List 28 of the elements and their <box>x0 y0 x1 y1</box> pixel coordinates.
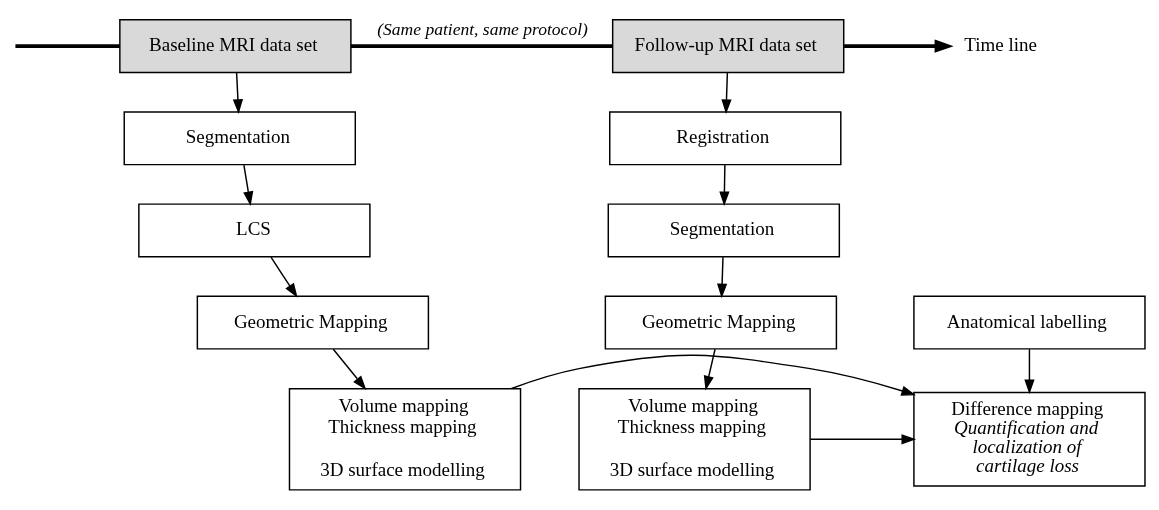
arrow <box>270 256 298 298</box>
arrow <box>703 348 716 391</box>
arrow <box>332 348 367 391</box>
arrow <box>721 72 732 114</box>
node-box: Anatomical labelling <box>913 295 1146 350</box>
arrow <box>1024 348 1035 395</box>
node-box: Follow-up MRI data set <box>611 19 845 74</box>
arrow <box>809 434 917 445</box>
arrow <box>510 354 916 396</box>
node-box: Geometric Mapping <box>604 295 838 350</box>
node-box: Segmentation <box>607 203 841 258</box>
node-box: Baseline MRI data set <box>119 19 352 74</box>
arrow <box>719 164 730 207</box>
node-box: Difference mapping Quantification and localization of cartilage loss <box>913 391 1146 487</box>
node-box: Geometric Mapping <box>196 295 430 350</box>
node-box: Segmentation <box>123 111 357 166</box>
node-box: LCS <box>138 203 371 258</box>
node-box: Volume mapping Thickness mapping 3D surface modelling <box>288 387 522 491</box>
node-text: Time line <box>964 34 1038 56</box>
arrow <box>243 164 254 207</box>
node-box: Volume mapping Thickness mapping 3D surface modelling <box>578 387 811 491</box>
node-box: Registration <box>609 111 842 166</box>
arrow <box>844 39 954 53</box>
connector <box>15 44 120 48</box>
connector <box>350 44 613 48</box>
arrow <box>232 72 244 114</box>
edge-label: (Same patient, same protocol) <box>377 19 588 40</box>
arrow <box>717 256 728 299</box>
